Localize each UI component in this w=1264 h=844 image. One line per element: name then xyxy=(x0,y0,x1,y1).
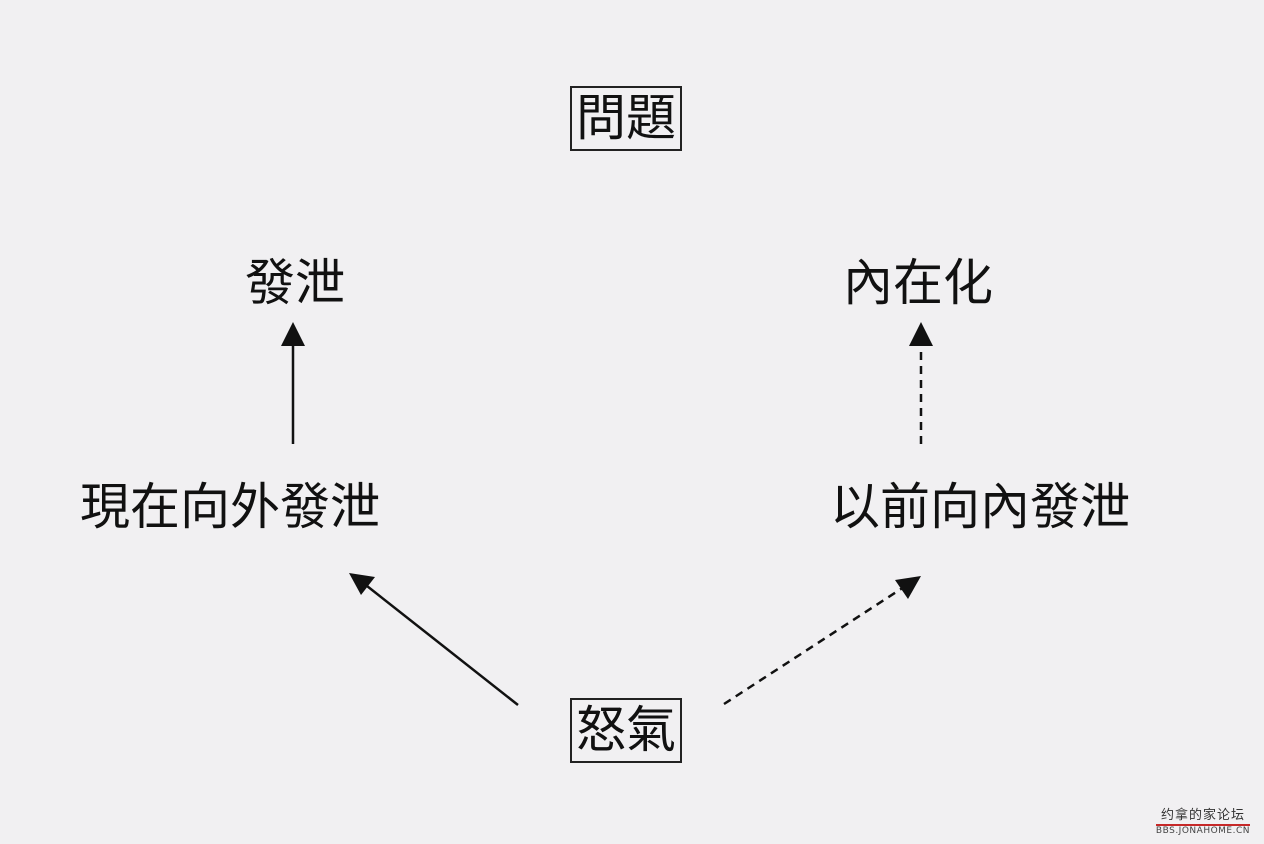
node-vent: 發泄 xyxy=(245,254,345,312)
node-problem: 問題 xyxy=(570,86,682,151)
arrow-anger-to-now-outward xyxy=(349,573,519,706)
watermark: 约拿的家论坛 BBS.JONAHOME.CN xyxy=(1155,804,1250,836)
arrow-now-outward-to-vent xyxy=(281,322,305,444)
node-internalize: 內在化 xyxy=(843,254,993,312)
node-past-inward: 以前向內發泄 xyxy=(830,478,1130,536)
arrow-anger-to-past-inward xyxy=(723,576,921,706)
watermark-url: BBS.JONAHOME.CN xyxy=(1155,826,1250,836)
node-now-outward: 現在向外發泄 xyxy=(80,478,380,536)
watermark-title: 约拿的家论坛 xyxy=(1155,804,1250,826)
arrow-past-inward-to-internalize xyxy=(909,322,933,444)
node-anger: 怒氣 xyxy=(570,698,682,763)
